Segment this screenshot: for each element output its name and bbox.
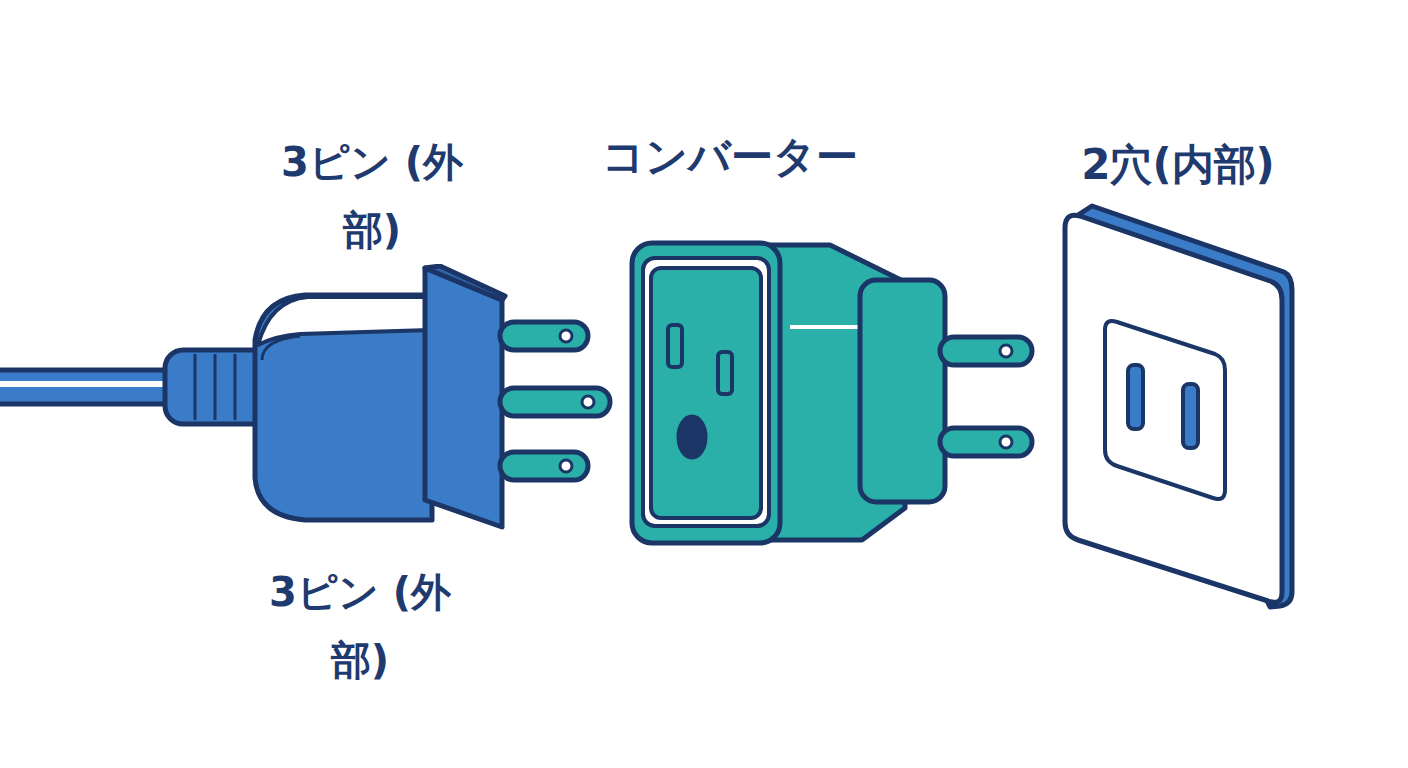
- outlet-plate: [1065, 215, 1282, 602]
- part-label: コンバーター: [550, 130, 910, 184]
- plug-pins: [500, 322, 610, 480]
- converter-pins: [940, 337, 1032, 456]
- label-holder: 2穴(内部): [1028, 138, 1328, 192]
- socket-slot: [668, 325, 682, 367]
- cable: [0, 370, 180, 404]
- converter-drawing: [632, 243, 1032, 543]
- plug-faceplate: [425, 268, 502, 527]
- plug-body: [255, 295, 432, 520]
- outlet-slot: [1128, 365, 1143, 429]
- part-label: 2穴(内部): [1028, 138, 1328, 192]
- label-holder: 3ピン (外部): [272, 128, 472, 264]
- converter-face: [632, 243, 780, 543]
- outlet-slot: [1183, 384, 1198, 448]
- outlet-drawing: [1065, 206, 1292, 607]
- socket-slot: [718, 352, 732, 394]
- part-label: 3ピン (外部): [260, 558, 460, 694]
- ground-hole: [679, 417, 705, 457]
- plug-drawing: [0, 266, 610, 527]
- cable-highlight: [0, 381, 175, 387]
- converter-collar: [860, 280, 945, 502]
- label-holder: 3ピン (外部): [260, 558, 460, 694]
- part-label: 3ピン (外部): [272, 128, 472, 264]
- outlet-inset: [1105, 321, 1225, 499]
- label-holder: コンバーター: [550, 130, 910, 184]
